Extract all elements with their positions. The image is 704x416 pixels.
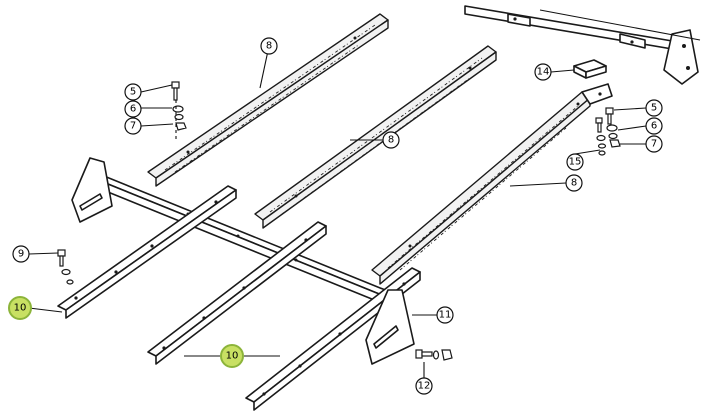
callout-9: 9 bbox=[12, 245, 30, 263]
callout-8-top: 8 bbox=[260, 37, 278, 55]
callout-8-middle: 8 bbox=[382, 131, 400, 149]
svg-text:11: 11 bbox=[439, 310, 452, 321]
bolt-9 bbox=[57, 249, 74, 285]
support-bar-left bbox=[57, 185, 237, 319]
svg-text:10: 10 bbox=[226, 351, 239, 362]
callout-14: 14 bbox=[534, 63, 552, 81]
callout-10-left: 10 bbox=[8, 296, 32, 320]
svg-text:14: 14 bbox=[537, 67, 550, 78]
callout-6-left: 6 bbox=[124, 100, 142, 118]
callout-5-left: 5 bbox=[124, 83, 142, 101]
end-bracket-right bbox=[365, 289, 415, 365]
svg-text:5: 5 bbox=[651, 103, 657, 114]
svg-text:9: 9 bbox=[18, 249, 24, 260]
hardware-set-left bbox=[171, 81, 187, 140]
wood-plank-lower bbox=[371, 91, 591, 285]
support-bar-middle bbox=[147, 221, 327, 365]
callout-15: 15 bbox=[566, 153, 584, 171]
svg-text:15: 15 bbox=[569, 157, 582, 168]
mounting-block bbox=[573, 59, 607, 79]
svg-text:5: 5 bbox=[130, 87, 136, 98]
callout-10-bottom: 10 bbox=[220, 344, 244, 368]
svg-text:8: 8 bbox=[266, 41, 272, 52]
hardware-set-right bbox=[595, 107, 621, 156]
svg-text:12: 12 bbox=[418, 381, 431, 392]
frame-rail bbox=[464, 5, 701, 85]
callout-11: 11 bbox=[436, 306, 454, 324]
svg-text:8: 8 bbox=[571, 178, 577, 189]
end-bracket-upper bbox=[581, 83, 613, 105]
svg-text:7: 7 bbox=[130, 121, 136, 132]
support-bar-right bbox=[245, 267, 421, 411]
callout-5-right: 5 bbox=[645, 99, 663, 117]
wood-plank-upper bbox=[147, 13, 389, 187]
callout-7-right: 7 bbox=[645, 135, 663, 153]
svg-text:10: 10 bbox=[14, 303, 27, 314]
svg-text:8: 8 bbox=[388, 135, 394, 146]
end-bracket-left bbox=[71, 157, 113, 223]
svg-text:6: 6 bbox=[651, 121, 657, 132]
callout-8-lower: 8 bbox=[565, 174, 583, 192]
callout-7-left: 7 bbox=[124, 117, 142, 135]
callout-12: 12 bbox=[415, 377, 433, 395]
svg-text:6: 6 bbox=[130, 104, 136, 115]
callout-6-right: 6 bbox=[645, 117, 663, 135]
bolt-12 bbox=[415, 349, 453, 361]
svg-text:7: 7 bbox=[651, 139, 657, 150]
